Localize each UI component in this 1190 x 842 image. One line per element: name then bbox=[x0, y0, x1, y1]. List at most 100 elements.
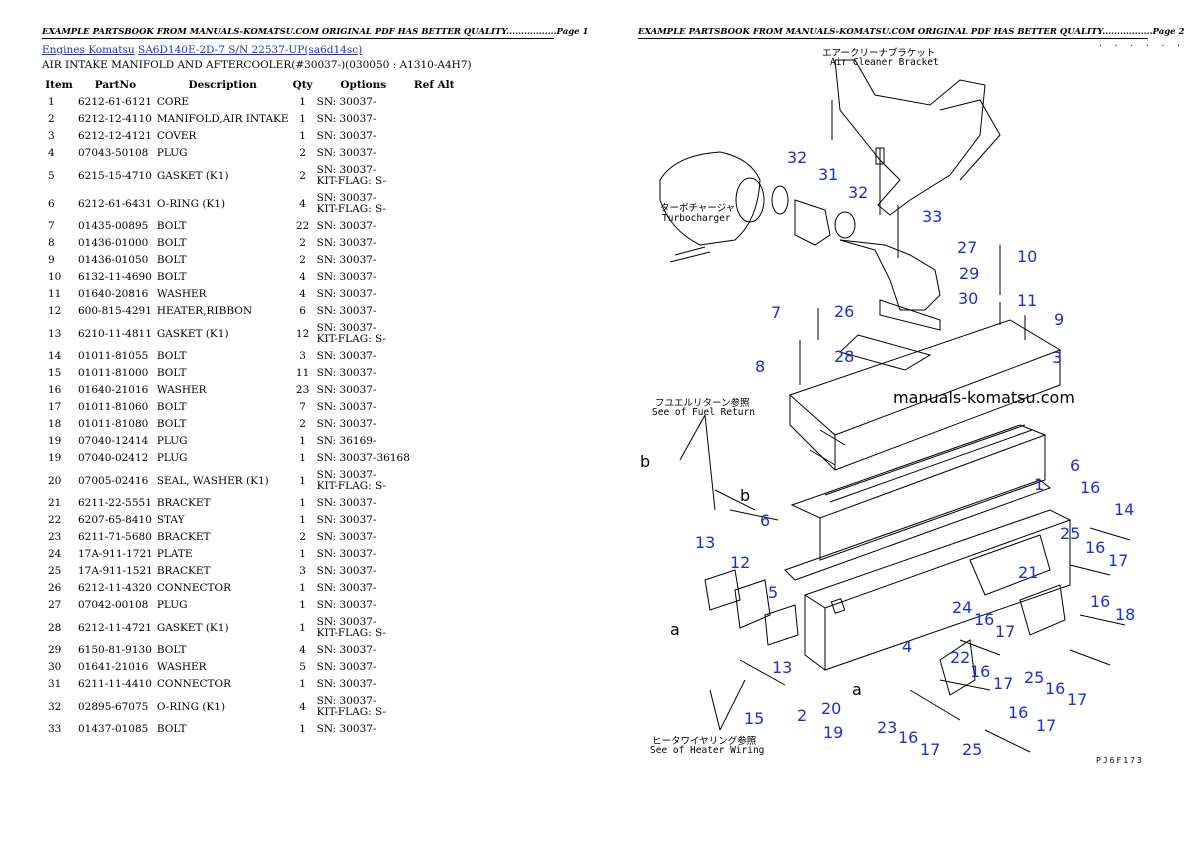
options-cell: SN: 30037- bbox=[315, 111, 412, 128]
callout-13b: 13 bbox=[772, 658, 793, 677]
item-cell: 4 bbox=[48, 147, 55, 159]
description-cell: BOLT bbox=[156, 237, 187, 249]
qty-cell: 2 bbox=[299, 254, 306, 266]
item-cell: 31 bbox=[48, 678, 62, 690]
partno-cell: 6211-22-5551 bbox=[78, 497, 152, 509]
qty-cell: 1 bbox=[299, 548, 306, 560]
callout-25: 25 bbox=[1060, 524, 1081, 543]
description-cell: O-RING (K1) bbox=[156, 197, 226, 210]
item-cell: 12 bbox=[48, 305, 62, 317]
callout-32: 32 bbox=[787, 148, 808, 167]
item-cell: 5 bbox=[48, 169, 55, 182]
callout-31: 31 bbox=[818, 165, 839, 184]
options-cell: SN: 36169- bbox=[315, 433, 412, 450]
callout-9: 9 bbox=[1054, 310, 1065, 329]
ref-alt-cell bbox=[412, 546, 457, 563]
callout-5: 5 bbox=[768, 583, 779, 602]
options-cell: SN: 30037-36168 bbox=[315, 450, 412, 467]
ref-alt-cell bbox=[412, 495, 457, 512]
watermark: manuals-komatsu.com bbox=[893, 388, 1075, 407]
callout-17e: 17 bbox=[1036, 716, 1057, 735]
callout-16c: 16 bbox=[1090, 592, 1111, 611]
callout-33: 33 bbox=[922, 207, 943, 226]
label-a: a bbox=[670, 620, 680, 639]
ref-alt-cell bbox=[412, 365, 457, 382]
qty-cell: 2 bbox=[299, 531, 306, 543]
ref-alt-cell bbox=[412, 467, 457, 495]
description-cell: CONNECTOR bbox=[156, 678, 232, 690]
options-sn: SN: 30037- bbox=[316, 661, 377, 673]
label-fuel-en: See of Fuel Return bbox=[652, 407, 755, 418]
partno-cell: 02895-67075 bbox=[78, 700, 149, 713]
options-sn: SN: 30037- bbox=[316, 130, 377, 142]
label-air-cleaner-en: Air Cleaner Bracket bbox=[830, 57, 939, 68]
label-turbo-en: Turbocharger bbox=[662, 213, 731, 224]
label-turbo-jp: ターボチャージャ bbox=[660, 203, 736, 214]
options-sn: SN: 30037- bbox=[316, 220, 377, 232]
description-cell: GASKET (K1) bbox=[156, 169, 229, 182]
options-cell: SN: 30037-KIT-FLAG: S- bbox=[315, 693, 412, 721]
description-cell: PLUG bbox=[156, 147, 188, 159]
breadcrumb-model-link[interactable]: SA6D140E-2D-7 S/N 22537-UP(sa6d14sc) bbox=[138, 44, 363, 56]
ref-alt-cell bbox=[412, 128, 457, 145]
description-cell: PLUG bbox=[156, 435, 188, 447]
description-cell: CONNECTOR bbox=[156, 582, 232, 594]
item-cell: 24 bbox=[48, 548, 62, 560]
ref-alt-cell bbox=[412, 269, 457, 286]
ref-alt-cell bbox=[412, 676, 457, 693]
ref-alt-cell bbox=[412, 580, 457, 597]
item-cell: 14 bbox=[48, 350, 62, 362]
options-sn: SN: 30037- bbox=[316, 271, 377, 283]
qty-cell: 4 bbox=[299, 644, 306, 656]
ref-alt-cell bbox=[412, 235, 457, 252]
ref-alt-cell bbox=[412, 190, 457, 218]
callout-26: 26 bbox=[834, 302, 855, 321]
callout-11: 11 bbox=[1017, 291, 1038, 310]
callout-28: 28 bbox=[834, 347, 855, 366]
description-cell: PLATE bbox=[156, 548, 193, 560]
options-cell: SN: 30037-KIT-FLAG: S- bbox=[315, 614, 412, 642]
item-cell: 33 bbox=[48, 723, 62, 735]
options-sn: SN: 30037- bbox=[316, 254, 377, 266]
options-sn: SN: 30037- bbox=[316, 237, 377, 249]
breadcrumb-engines-link[interactable]: Engines Komatsu bbox=[42, 44, 135, 56]
qty-cell: 1 bbox=[299, 474, 306, 487]
ref-alt-cell bbox=[412, 563, 457, 580]
options-kit-flag: KIT-FLAG: S- bbox=[316, 175, 387, 187]
column-header-options: Options bbox=[340, 79, 387, 91]
ref-alt-cell bbox=[412, 721, 457, 738]
partno-cell: 6212-12-4110 bbox=[78, 113, 152, 125]
item-cell: 27 bbox=[48, 599, 62, 611]
callout-23: 23 bbox=[877, 718, 898, 737]
item-cell: 30 bbox=[48, 661, 62, 673]
options-sn: SN: 30037- bbox=[316, 288, 377, 300]
callout-17c: 17 bbox=[993, 674, 1014, 693]
options-cell: SN: 30037-KIT-FLAG: S- bbox=[315, 162, 412, 190]
callout-10: 10 bbox=[1017, 247, 1038, 266]
label-heater-en: See of Heater Wiring bbox=[650, 745, 765, 756]
callout-17d: 17 bbox=[1067, 690, 1088, 709]
ref-alt-cell bbox=[412, 303, 457, 320]
options-cell: SN: 30037- bbox=[315, 529, 412, 546]
options-cell: SN: 30037- bbox=[315, 128, 412, 145]
options-cell: SN: 30037- bbox=[315, 365, 412, 382]
options-cell: SN: 30037- bbox=[315, 94, 412, 111]
partno-cell: 6132-11-4690 bbox=[78, 271, 152, 283]
callout-20: 20 bbox=[821, 699, 842, 718]
qty-cell: 1 bbox=[299, 452, 306, 464]
options-sn: SN: 30037- bbox=[316, 497, 377, 509]
partno-cell: 07040-02412 bbox=[78, 452, 149, 464]
qty-cell: 1 bbox=[299, 723, 306, 735]
partno-cell: 6215-15-4710 bbox=[78, 169, 152, 182]
qty-cell: 1 bbox=[299, 599, 306, 611]
